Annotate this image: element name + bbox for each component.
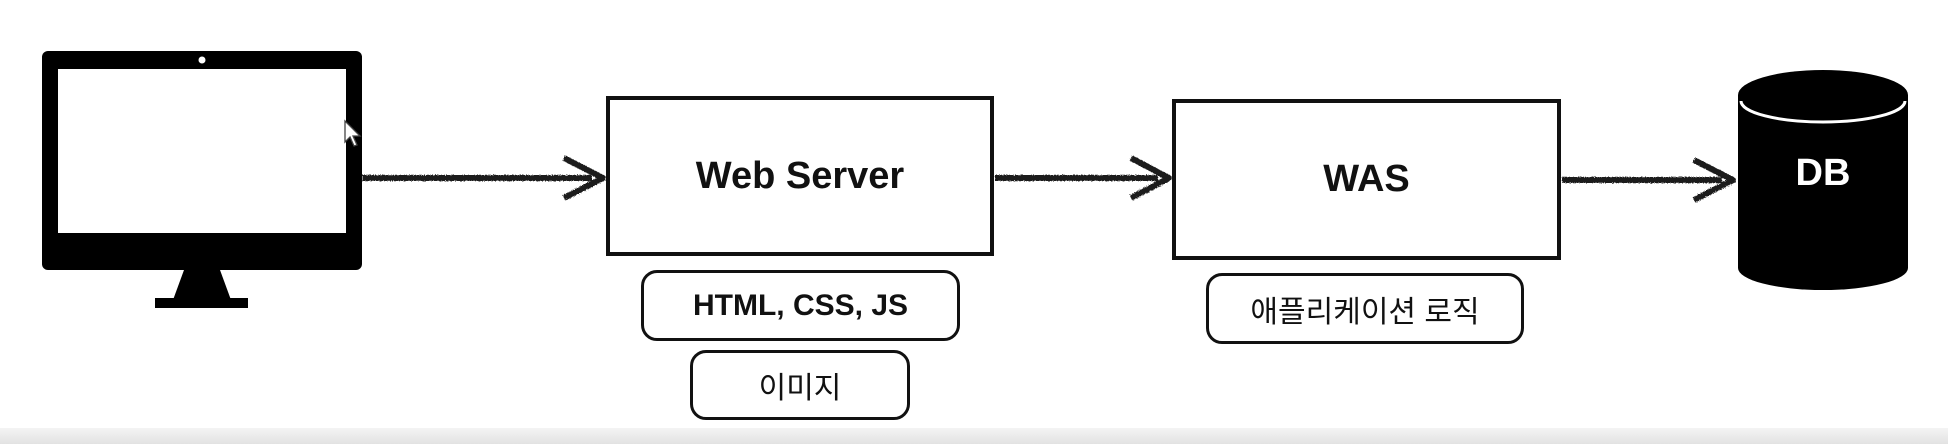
was-tag-application-logic: 애플리케이션 로직 (1206, 273, 1524, 344)
arrow-was-to-db (1562, 157, 1736, 203)
bottom-strip (0, 428, 1948, 444)
monitor-icon (42, 51, 362, 308)
web-server-tag-label: 이미지 (758, 372, 842, 405)
web-server-tag-static-files: HTML, CSS, JS (641, 270, 960, 341)
arrow-client-to-webserver (362, 155, 606, 201)
was-box: WAS (1172, 99, 1561, 260)
was-label: WAS (1323, 158, 1410, 200)
web-server-box: Web Server (606, 96, 994, 256)
db-label: DB (1795, 152, 1851, 194)
web-server-label: Web Server (695, 154, 905, 197)
was-tag-label: 애플리케이션 로직 (1250, 295, 1480, 329)
arrow-webserver-to-was (995, 155, 1172, 201)
web-server-tag-label: HTML, CSS, JS (692, 288, 909, 322)
web-server-tag-images: 이미지 (690, 350, 910, 420)
database-icon (1738, 70, 1908, 290)
